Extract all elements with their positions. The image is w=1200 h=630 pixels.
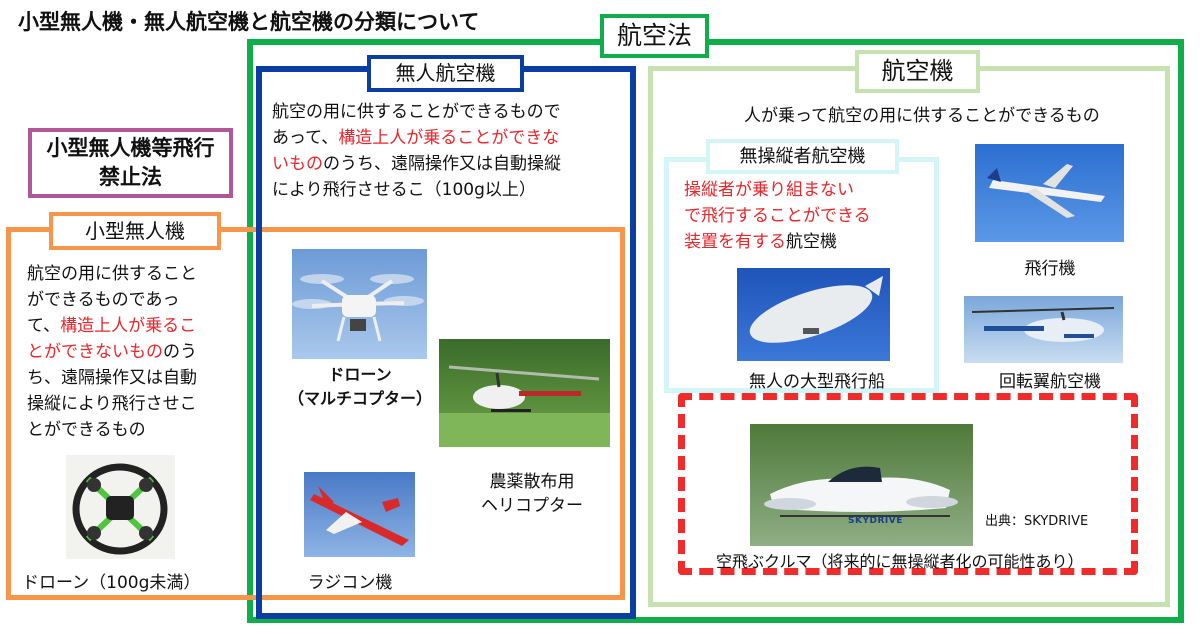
um-line-4: により飛行させるこ（100g以上） [272,180,536,200]
agri-heli-caption-1: 農薬散布用 [489,472,575,492]
unmanned-label: 無人航空機 [367,55,524,92]
skycar-brand-text: SKYDRIVE [848,516,903,526]
rc-plane-caption: ラジコン機 [307,573,393,593]
small-drone-frame [6,227,625,600]
pilotless-label: 無操縦者航空機 [706,139,899,174]
multicopter-caption-2: （マルチコプター） [287,389,432,408]
sd-line-f: 操縦により飛行させこ [27,394,197,414]
multicopter-photo [292,249,427,359]
rc-plane-photo [304,472,415,557]
aircraft-description: 人が乗って航空の用に供することができるもの [744,106,1100,126]
airplane-caption: 飛行機 [1024,259,1076,279]
small-drone-description: 航空の用に供すること ができるものであっ て、構造上人が乗るこ とができないもの… [27,261,242,443]
sd-line-e: ち、遠隔操作又は自動 [27,368,197,388]
toy-drone-caption: ドローン（100g未満） [22,573,201,593]
pl-line-3-red: 装置を有する [684,232,786,252]
um-line-3: いもののうち、遠隔操作又は自動操縦 [272,151,628,177]
small-drone-label: 小型無人機 [49,212,221,250]
skycar-dashed-frame [678,393,1138,575]
agri-heli-photo [439,339,610,447]
small-drone-law-line2: 禁止法 [99,165,162,189]
pl-line-2: で飛行することができる [684,206,871,226]
small-drone-law-line1: 小型無人機等飛行 [46,136,215,160]
pilotless-description: 操縦者が乗り組まない で飛行することができる 装置を有する航空機 [684,177,934,255]
airship-caption: 無人の大型飛行船 [749,372,885,392]
um-line-1: 航空の用に供することができるもので [272,102,561,122]
unmanned-description: 航空の用に供することができるもので あって、構造上人が乗ることができな いものの… [272,99,628,203]
rotorcraft-photo [964,296,1123,363]
skycar-photo: SKYDRIVE [750,424,973,546]
um-line-2: あって、構造上人が乗ることができな [272,125,628,151]
pl-line-1: 操縦者が乗り組まない [684,180,854,200]
airship-photo [737,268,890,361]
um-line-2-plain: あって、 [272,128,339,148]
sd-line-c-plain: て、 [27,316,61,336]
multicopter-caption-1: ドローン [328,365,392,384]
sd-line-a: 航空の用に供すること [27,264,197,284]
aircraft-label: 航空機 [855,50,980,93]
airplane-photo [975,144,1124,242]
sd-line-b: ができるものであっ [27,290,180,310]
sd-line-g: とができるもの [27,420,146,440]
page-title: 小型無人機・無人航空機と航空機の分類について [18,10,480,34]
sd-line-d-red: とができないもの [27,342,163,362]
rotorcraft-caption: 回転翼航空機 [999,372,1101,392]
toy-drone-photo [66,455,175,559]
skycar-caption: 空飛ぶクルマ（将来的に無操縦者化の可能性あり） [716,552,1084,571]
agri-heli-caption-2: ヘリコプター [481,496,583,516]
koukuuhou-frame [247,39,1184,623]
skycar-source: 出典：SKYDRIVE [985,514,1089,529]
um-line-2-red: 構造上人が乗ることができな [338,128,560,148]
small-drone-law-box: 小型無人機等飛行 禁止法 [28,128,233,198]
pl-line-3: 装置を有する航空機 [684,229,934,255]
sd-line-d: とができないもののう [27,339,242,365]
um-line-3-plain: のうち、遠隔操作又は自動操縦 [323,154,561,174]
um-line-3-red: いもの [272,154,323,174]
pl-line-3-plain: 航空機 [786,232,837,252]
sd-line-c: て、構造上人が乗るこ [27,313,242,339]
koukuuhou-label: 航空法 [600,14,709,58]
sd-line-d-plain: のう [163,342,197,362]
sd-line-c-red: 構造上人が乗るこ [60,316,197,336]
